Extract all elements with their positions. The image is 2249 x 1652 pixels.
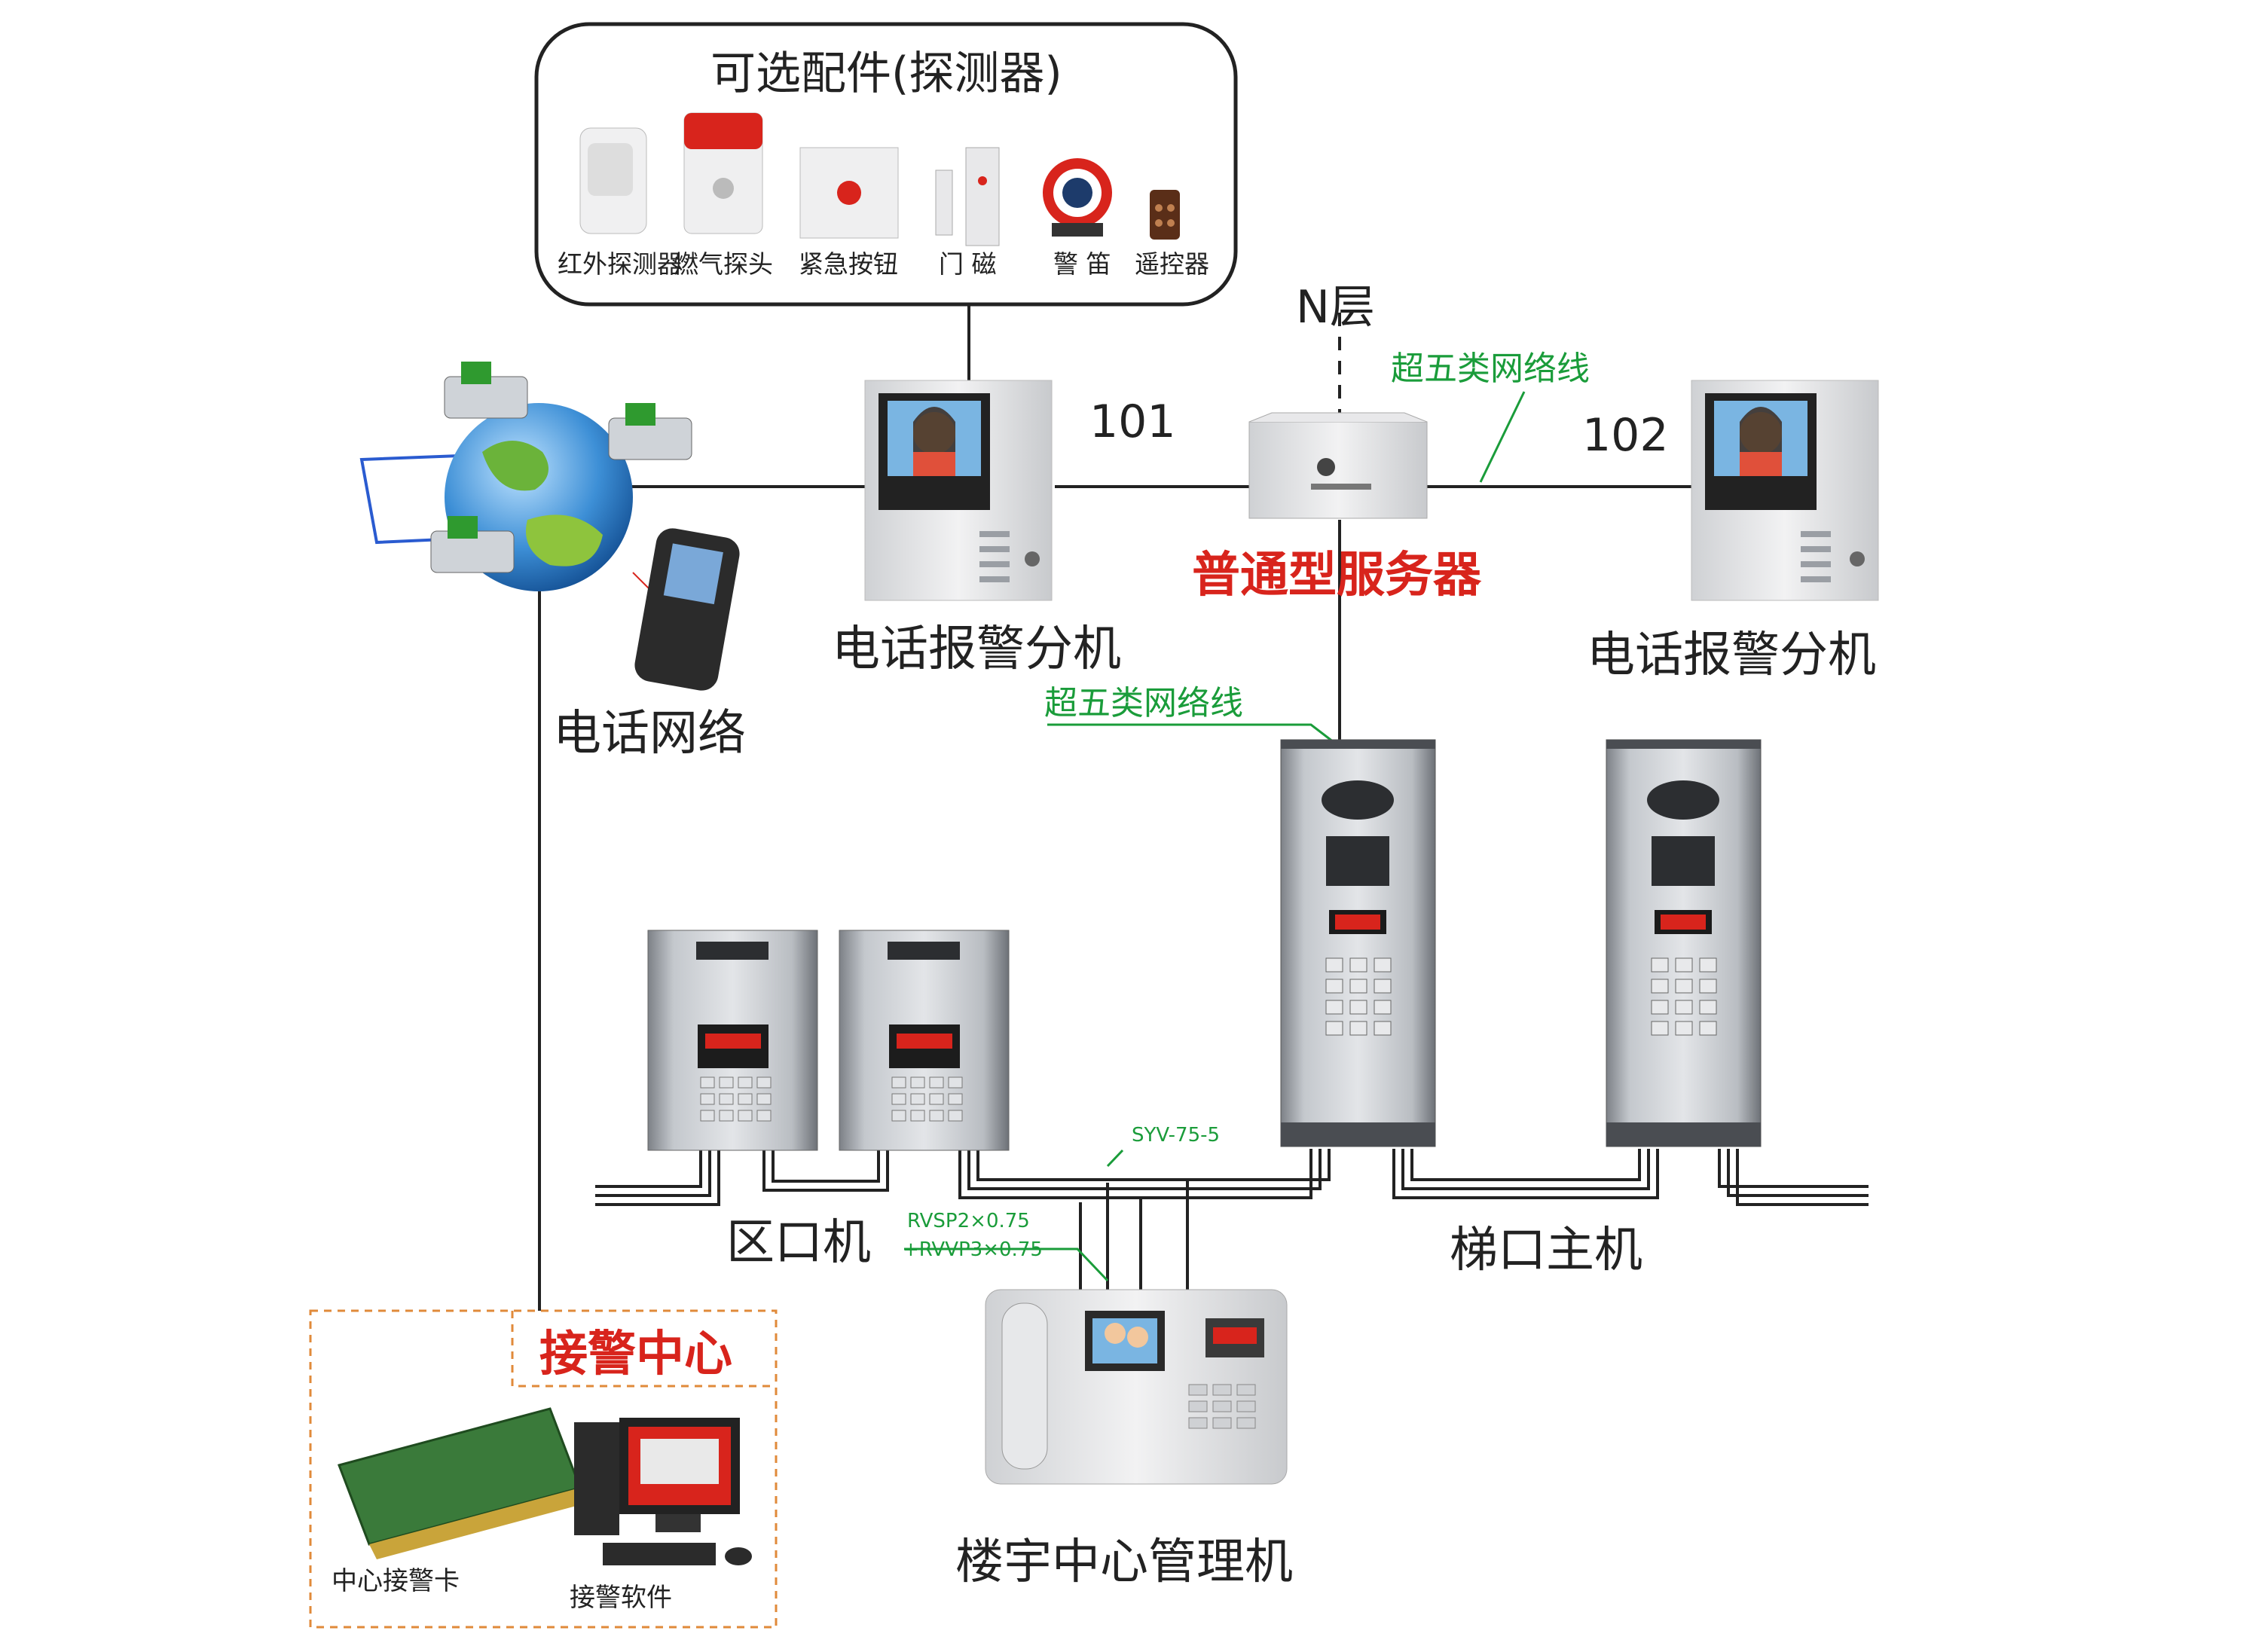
floor-label: N层 <box>1296 281 1375 334</box>
pir-detector-icon <box>579 127 647 234</box>
alarm-center-box <box>309 1309 778 1629</box>
siren-icon <box>1043 158 1112 237</box>
area-unit-left <box>647 930 818 1151</box>
syv-cable-label: SYV-75-5 <box>1132 1124 1221 1147</box>
stair-unit-label: 梯口主机 <box>1450 1223 1642 1278</box>
center-card-label: 中心接警卡 <box>332 1566 460 1596</box>
wiring <box>538 304 1869 1311</box>
rvsp-cable-label: RVSP2×0.75 <box>907 1210 1030 1232</box>
accessory-label-door: 门 磁 <box>939 249 997 279</box>
indoor-monitor-102 <box>1691 380 1879 601</box>
building-manager-label: 楼宇中心管理机 <box>955 1534 1293 1590</box>
area-unit-label: 区口机 <box>726 1215 871 1271</box>
building-manager-device <box>985 1289 1288 1485</box>
server-device <box>1248 412 1428 519</box>
emergency-button-icon <box>799 147 899 239</box>
stair-unit-left <box>1280 739 1436 1147</box>
mobile-phone-icon <box>632 528 740 691</box>
accessory-title: 可选配件(探测器) <box>710 47 1062 100</box>
cable-label-top: 超五类网络线 <box>1391 350 1590 388</box>
area-unit-right <box>839 930 1010 1151</box>
indoor-monitor-101 <box>864 380 1053 601</box>
accessory-label-gas: 燃气探头 <box>674 249 773 279</box>
cable-label-mid: 超五类网络线 <box>1044 684 1243 722</box>
alarm-software-label: 接警软件 <box>570 1583 672 1613</box>
phone-extension-right-label: 电话报警分机 <box>1587 628 1876 683</box>
gas-detector-icon <box>683 112 763 234</box>
stair-unit-right <box>1606 739 1762 1147</box>
room-102-label: 102 <box>1582 409 1669 462</box>
accessory-label-remote: 遥控器 <box>1135 249 1209 279</box>
alarm-card-icon <box>338 1407 588 1559</box>
phone-network-label: 电话网络 <box>553 706 746 762</box>
accessory-label-emergency: 紧急按钮 <box>799 249 898 279</box>
door-magnet-icon <box>935 147 1000 246</box>
phone-extension-left-label: 电话报警分机 <box>832 621 1121 677</box>
room-101-label: 101 <box>1089 395 1176 448</box>
rvvp-cable-label: +RVVP3×0.75 <box>903 1238 1043 1261</box>
accessory-label-siren: 警 笛 <box>1053 249 1111 279</box>
cable-leaders <box>904 391 1526 1282</box>
alarm-center-label: 接警中心 <box>539 1327 732 1382</box>
remote-control-icon <box>1150 190 1180 240</box>
accessory-label-pir: 红外探测器 <box>558 249 682 279</box>
server-label: 普通型服务器 <box>1192 548 1481 603</box>
globe-icon <box>359 362 692 591</box>
computer-icon <box>574 1418 752 1565</box>
